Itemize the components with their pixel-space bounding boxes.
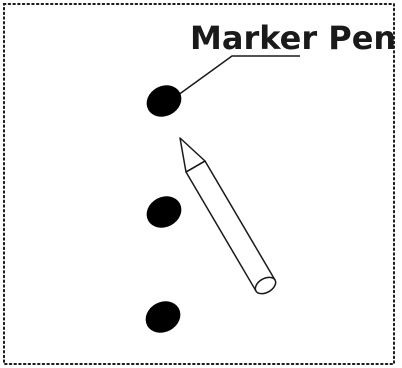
- marker-pen-label: Marker Pen: [190, 19, 396, 57]
- leader-line: [174, 56, 300, 98]
- marker-dot: [141, 190, 187, 233]
- marker-pen-icon: [180, 138, 279, 297]
- marker-dot: [140, 295, 186, 338]
- marker-dot: [141, 79, 187, 122]
